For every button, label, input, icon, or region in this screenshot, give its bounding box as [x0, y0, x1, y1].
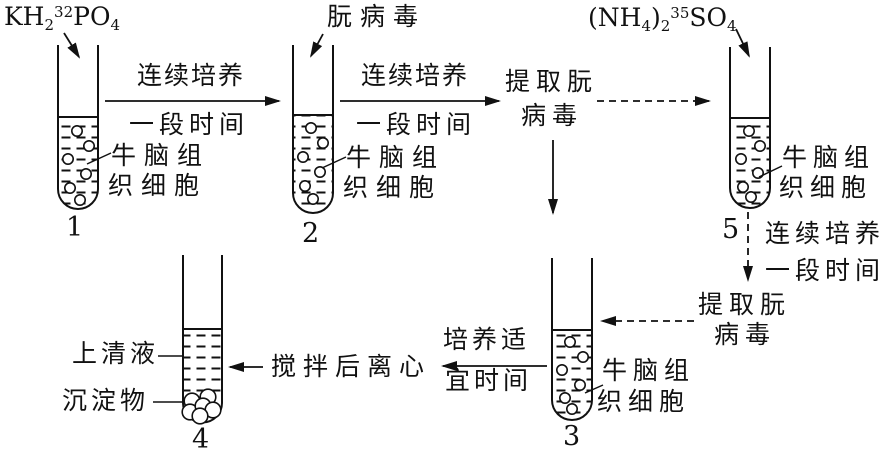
tube3-brain-tissue-label-line2: 织细胞 [597, 387, 691, 416]
extract-prion-label-line2: 病毒 [521, 101, 584, 130]
test-tube-5 [729, 47, 783, 209]
tube3-brain-tissue-label-line1: 牛脑组 [602, 356, 696, 385]
tube1-brain-tissue-label-line1: 牛脑组 [111, 141, 211, 170]
tube5-brain-tissue-label-line1: 牛脑组 [782, 143, 876, 172]
reagent-sulfate-label: (NH4)235SO4 [588, 3, 737, 35]
tube-3-label-pointer [584, 384, 604, 394]
test-tube-2 [292, 45, 347, 214]
step2-period-of-time-label: 一段时间 [356, 110, 477, 139]
tube-2-number: 2 [302, 218, 320, 249]
step5-continuous-culture-label: 连续培养 [765, 219, 886, 248]
extract-prion2-label-line1: 提取朊 [698, 290, 792, 319]
step1-continuous-culture-label: 连续培养 [137, 61, 246, 90]
tube2-brain-tissue-label-line2: 织细胞 [343, 173, 443, 202]
precipitate-label: 沉淀物 [62, 386, 150, 415]
step1-period-of-time-label: 一段时间 [129, 110, 250, 139]
tube-1-cells [61, 125, 96, 207]
arrow-phosphate-into-tube1 [63, 32, 81, 59]
step5-period-of-time-label: 一段时间 [765, 256, 886, 285]
flow-arrows [63, 28, 753, 372]
tube-4-number: 4 [192, 424, 210, 451]
tube-5-label-pointer [758, 165, 783, 178]
test-tube-1 [57, 45, 112, 210]
tube-4-supernatant [184, 331, 221, 392]
tube-2-cells [296, 122, 329, 206]
step2-continuous-culture-label: 连续培养 [361, 61, 470, 90]
tube-2-outline [292, 45, 334, 214]
arrow-prion-into-tube2 [310, 33, 324, 58]
culture-suitable-time-label-line2: 宜时间 [445, 366, 533, 395]
tube-1-outline [57, 45, 99, 210]
arrow-sulfate-into-tube5 [735, 28, 750, 58]
tube5-brain-tissue-label-line2: 织细胞 [779, 173, 873, 202]
extract-prion2-label-line2: 病毒 [714, 320, 777, 349]
prion-virus-label: 朊病毒 [327, 2, 427, 31]
reagent-phosphate-label: KH232PO4 [4, 2, 120, 34]
supernatant-label: 上清液 [72, 339, 160, 368]
tube1-brain-tissue-label-line2: 织细胞 [108, 171, 208, 200]
tube-3-number: 3 [563, 421, 581, 451]
culture-suitable-time-label-line1: 培养适 [443, 325, 531, 354]
tube2-brain-tissue-label-line1: 牛脑组 [346, 143, 446, 172]
test-tube-3 [551, 258, 604, 421]
tube-1-label-pointer [86, 152, 112, 165]
extract-prion-label-line1: 提取朊 [505, 67, 599, 96]
tube-1-number: 1 [66, 212, 84, 243]
tube-5-number: 5 [722, 214, 740, 245]
tube-3-cells [555, 335, 589, 415]
tube-3-outline [551, 258, 593, 421]
tube-5-outline [729, 47, 771, 209]
test-tube-4 [153, 255, 223, 425]
stir-centrifuge-label: 搅拌后离心 [271, 352, 432, 381]
tube-2-label-pointer [321, 156, 347, 169]
tube-4-precipitate-cells [181, 388, 222, 425]
